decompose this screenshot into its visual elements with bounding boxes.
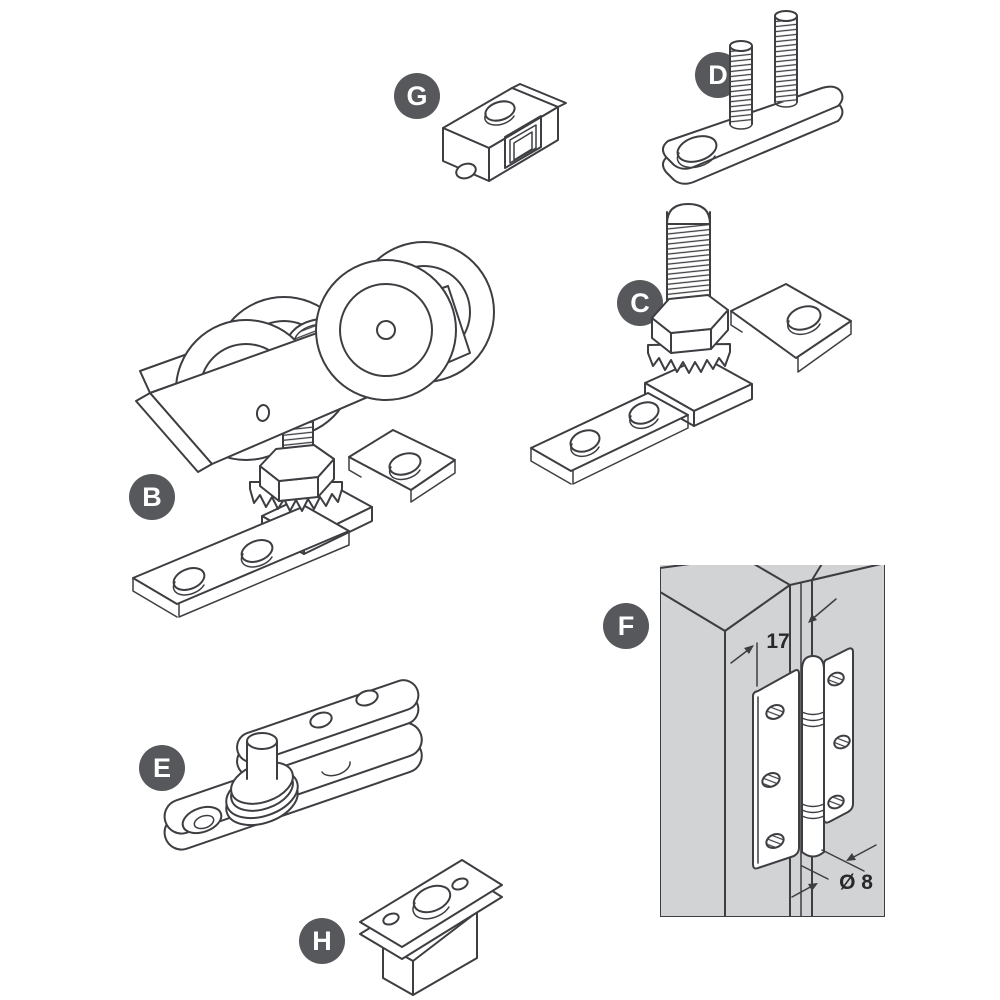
screw-icon bbox=[761, 772, 781, 788]
screw-icon bbox=[827, 794, 845, 810]
part-b-illustration bbox=[132, 241, 495, 618]
housing-hole bbox=[255, 404, 271, 422]
part-badge-h: H bbox=[299, 918, 345, 964]
dimension-dia8: Ø 8 bbox=[791, 844, 877, 898]
hinge-barrel bbox=[801, 655, 825, 858]
screw-icon bbox=[833, 734, 851, 750]
part-c-illustration bbox=[530, 203, 852, 485]
notch-hole bbox=[455, 162, 477, 180]
mounting-bracket bbox=[132, 429, 456, 618]
door-top-face bbox=[811, 565, 881, 581]
screw-icon bbox=[827, 671, 845, 687]
hinge-right-leaf bbox=[823, 647, 854, 824]
part-d-illustration bbox=[662, 10, 844, 185]
dimension-dia8-label: Ø 8 bbox=[839, 871, 873, 894]
screw-icon bbox=[765, 833, 785, 849]
threaded-stud bbox=[774, 10, 798, 108]
pivot-pin bbox=[246, 732, 278, 780]
dimension-17-label: 17 bbox=[766, 630, 789, 653]
screw-hole bbox=[451, 877, 469, 891]
part-g-illustration bbox=[442, 83, 567, 182]
square-insert bbox=[504, 115, 542, 169]
threaded-stud bbox=[729, 40, 753, 130]
screw-hole bbox=[382, 912, 400, 926]
frame-side-face bbox=[660, 591, 726, 917]
part-badge-f: F bbox=[603, 603, 649, 649]
dimension-17: 17 bbox=[730, 598, 837, 687]
plate-hole bbox=[355, 689, 379, 707]
center-hole bbox=[412, 884, 452, 914]
hinge-knuckle-lines bbox=[801, 711, 825, 820]
part-badge-g: G bbox=[394, 73, 440, 119]
part-h-illustration bbox=[359, 859, 503, 996]
part-e-illustration bbox=[163, 679, 423, 851]
part-badge-e: E bbox=[139, 745, 185, 791]
hinge-illustration bbox=[752, 647, 854, 870]
mounting-bracket bbox=[530, 283, 852, 485]
screw-icon bbox=[765, 704, 785, 720]
part-badge-b: B bbox=[129, 474, 175, 520]
part-f-illustration: 17 Ø 8 bbox=[660, 565, 885, 917]
countersunk-hole bbox=[181, 805, 223, 835]
plate-hole bbox=[309, 711, 333, 729]
hinge-left-leaf bbox=[752, 669, 800, 870]
